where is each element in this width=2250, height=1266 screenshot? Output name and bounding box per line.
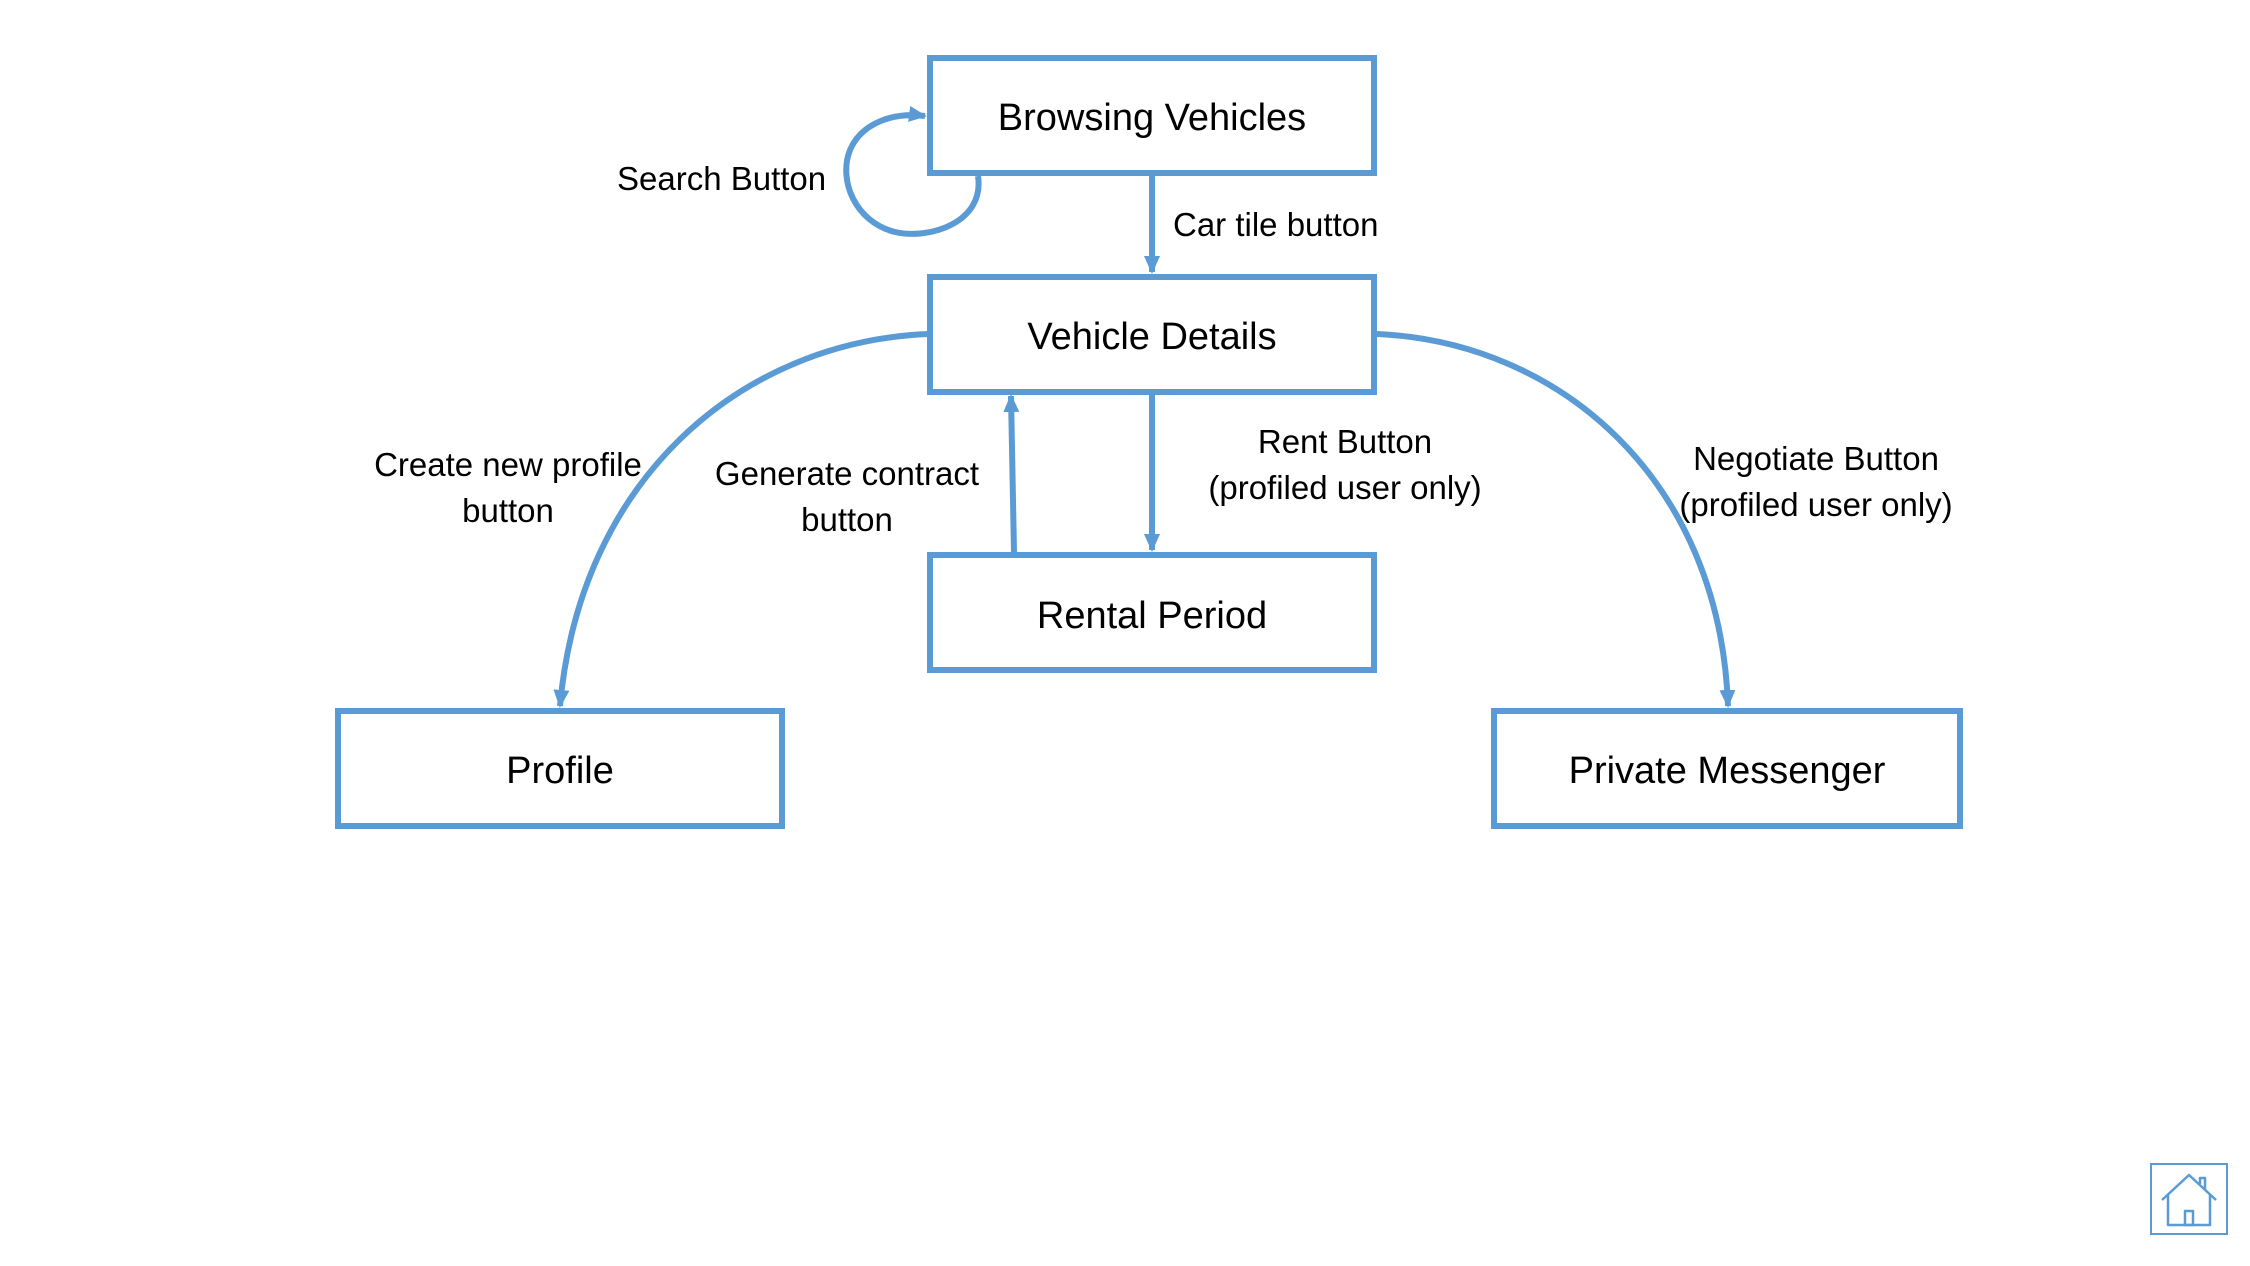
edge-generate-contract	[1003, 394, 1020, 553]
node-rental-period-box	[927, 552, 1377, 673]
node-vehicle-details-box	[927, 274, 1377, 395]
edge-label-create-profile-line1: Create new profile	[374, 446, 642, 483]
edge-label-rent-line2: (profiled user only)	[1208, 469, 1481, 506]
node-private-messenger: Private Messenger	[1491, 708, 1963, 829]
edge-label-negotiate-line1: Negotiate Button	[1693, 440, 1939, 477]
home-button[interactable]	[2150, 1163, 2228, 1235]
edge-label-create-profile-line2: button	[462, 492, 554, 529]
edge-label-generate-contract-line1: Generate contract	[715, 455, 979, 492]
node-browsing-vehicles: Browsing Vehicles	[927, 55, 1377, 176]
edge-label-rent-line1: Rent Button	[1258, 423, 1432, 460]
node-profile: Profile	[335, 708, 785, 829]
edge-negotiate	[1376, 331, 1736, 708]
node-private-messenger-box	[1491, 708, 1963, 829]
home-icon	[2161, 1173, 2217, 1227]
node-browsing-vehicles-label: Browsing Vehicles	[998, 97, 1306, 139]
node-profile-label: Profile	[506, 750, 614, 792]
edge-label-search-button: Search Button	[617, 160, 826, 197]
node-browsing-vehicles-box	[927, 55, 1377, 176]
edge-label-car-tile-button: Car tile button	[1173, 206, 1378, 243]
edge-label-negotiate-line2: (profiled user only)	[1679, 486, 1952, 523]
node-profile-box	[335, 708, 785, 829]
edge-label-generate-contract-line2: button	[801, 501, 893, 538]
node-rental-period-label: Rental Period	[1037, 595, 1267, 637]
node-vehicle-details-label: Vehicle Details	[1027, 316, 1276, 358]
node-rental-period: Rental Period	[927, 552, 1377, 673]
edge-create-profile	[553, 331, 929, 708]
edge-search-loop	[843, 105, 982, 237]
node-vehicle-details: Vehicle Details	[927, 274, 1377, 395]
node-private-messenger-label: Private Messenger	[1569, 750, 1886, 792]
